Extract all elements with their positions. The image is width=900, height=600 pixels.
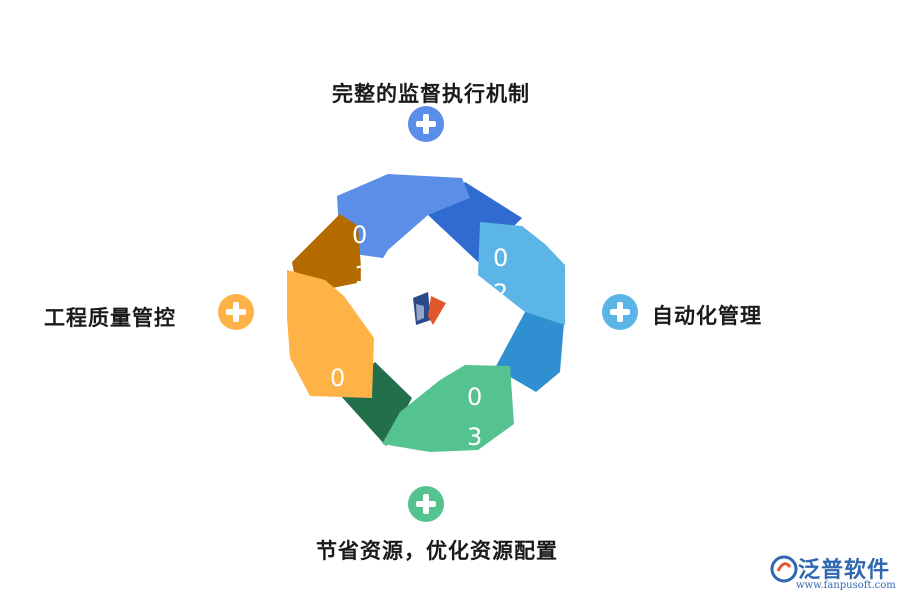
number-left-ones: 4 [331,400,346,428]
number-left-tens: 0 [330,364,345,392]
number-right-ones: 2 [493,279,508,307]
label-top: 完整的监督执行机制 [332,82,530,106]
label-left: 工程质量管控 [44,306,176,330]
ribbon-right-dark [495,310,565,392]
watermark-url: www.fanpusoft.com [796,580,896,591]
number-right-tens: 0 [493,244,508,272]
logo-icon [413,292,446,325]
number-top-tens: 0 [352,221,367,249]
number-bottom-ones: 3 [467,423,482,451]
label-right: 自动化管理 [652,304,762,328]
plus-icon-bottom[interactable] [408,486,444,522]
arrow-top [337,174,470,258]
number-top-ones: 1 [354,261,369,289]
watermark-brand: 泛普软件 [798,558,891,583]
arrow-right [478,222,565,325]
arrow-left [287,270,374,398]
number-bottom-tens: 0 [467,383,482,411]
plus-icon-left[interactable] [218,294,254,330]
plus-icon-right[interactable] [602,294,638,330]
label-bottom: 节省资源，优化资源配置 [316,539,558,563]
ribbon-left-dark [292,214,362,295]
arrow-bottom [382,365,514,452]
watermark-logo-icon [770,555,798,583]
plus-icon-top[interactable] [408,106,444,142]
